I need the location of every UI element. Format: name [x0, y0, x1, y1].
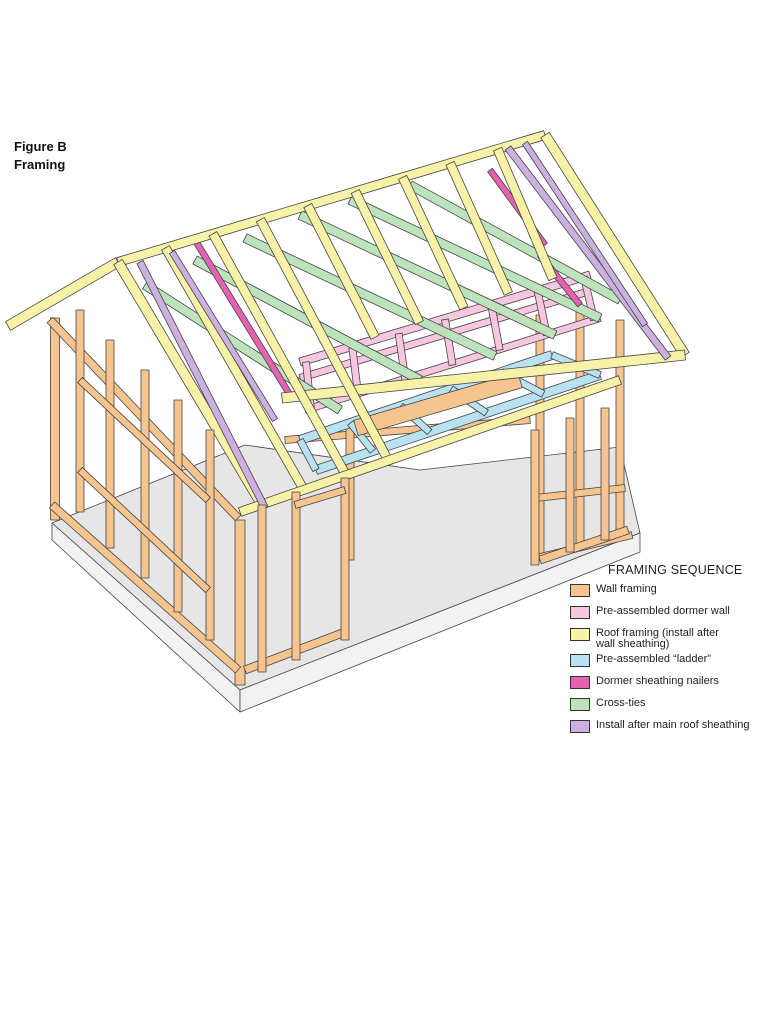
front-wall-stud — [600, 407, 610, 541]
legend-label: Dormer sheathing nailers — [596, 675, 719, 687]
gable-rafter-right — [540, 131, 690, 359]
roof-top-plate — [238, 375, 622, 517]
cross-ties — [142, 180, 623, 415]
legend-swatch-wall — [570, 584, 590, 597]
legend-swatch-dormer-wall — [570, 606, 590, 619]
cross-tie — [297, 210, 558, 340]
legend-label: Roof framing (install after wall sheathi… — [596, 627, 719, 650]
legend-title: FRAMING SEQUENCE — [608, 563, 743, 577]
front-wall-stud — [565, 417, 575, 553]
legend-label-line: Roof framing (install after — [596, 627, 719, 639]
front-wall-framing — [46, 309, 630, 686]
left-wall-stud — [205, 429, 215, 641]
legend-swatch-nailers — [570, 676, 590, 689]
rafter — [350, 189, 424, 326]
back-wall-stud — [575, 304, 585, 546]
legend-swatch-after-sheathing — [570, 720, 590, 733]
legend-swatch-cross-ties — [570, 698, 590, 711]
overbuild-rafter — [169, 250, 278, 422]
rafter — [493, 146, 558, 282]
legend-swatch-roof — [570, 628, 590, 641]
left-wall-bottom-plate — [48, 501, 242, 674]
legend-item-cross-ties: Cross-ties — [570, 697, 766, 719]
left-wall-stud — [140, 369, 150, 579]
front-wall-stud — [530, 429, 540, 566]
legend-label: Pre-assembled “ladder” — [596, 653, 711, 665]
legend-label: Wall framing — [596, 583, 657, 595]
front-corner-post — [234, 519, 246, 686]
legend-item-after-sheathing: Install after main roof sheathing — [570, 719, 766, 741]
overbuild-rafter — [136, 260, 269, 510]
figure-caption: Figure B Framing — [14, 138, 67, 174]
front-wall-stud — [291, 491, 301, 661]
left-wall-stud — [75, 309, 85, 513]
legend-label: Install after main roof sheathing — [596, 719, 750, 731]
figure-title: Framing — [14, 157, 66, 172]
floor-edge-front — [239, 532, 641, 713]
door-header — [293, 486, 347, 509]
after-sheathing-members — [136, 140, 672, 510]
left-wall-corner-post — [50, 317, 60, 521]
dormer-wall-stud — [441, 318, 457, 366]
left-wall-rail — [77, 467, 211, 593]
legend-item-nailers: Dormer sheathing nailers — [570, 675, 766, 697]
front-wall-stud — [340, 477, 350, 641]
ladder-rung — [347, 420, 376, 454]
figure-number: Figure B — [14, 139, 67, 154]
left-wall-rail — [77, 377, 211, 503]
cross-tie — [347, 195, 603, 323]
gable-rafter-left — [5, 257, 121, 331]
ladder-rung — [296, 437, 320, 473]
overbuild-rafter — [522, 140, 648, 328]
cross-tie — [192, 255, 423, 385]
eave-fascia — [281, 349, 686, 404]
rafter — [445, 160, 513, 296]
legend-label-line: wall sheathing) — [596, 637, 670, 650]
rafter — [398, 175, 469, 311]
framing-sequence-legend: FRAMING SEQUENCE Wall framing Pre-assemb… — [570, 563, 766, 741]
cross-tie — [242, 233, 498, 361]
legend-swatch-ladder — [570, 654, 590, 667]
legend-item-wall-framing: Wall framing — [570, 583, 766, 605]
left-wall-stud — [105, 339, 115, 549]
left-wall-stud — [173, 399, 183, 613]
front-wall-stud — [257, 504, 267, 673]
rafter — [303, 203, 380, 340]
legend-item-ladder: Pre-assembled “ladder” — [570, 653, 766, 675]
legend-label: Pre-assembled dormer wall — [596, 605, 730, 617]
legend-label: Cross-ties — [596, 697, 646, 709]
legend-item-roof-framing: Roof framing (install after wall sheathi… — [570, 627, 766, 653]
back-wall-stud — [615, 319, 625, 531]
roof-framing — [5, 130, 690, 517]
legend-item-dormer-wall: Pre-assembled dormer wall — [570, 605, 766, 627]
